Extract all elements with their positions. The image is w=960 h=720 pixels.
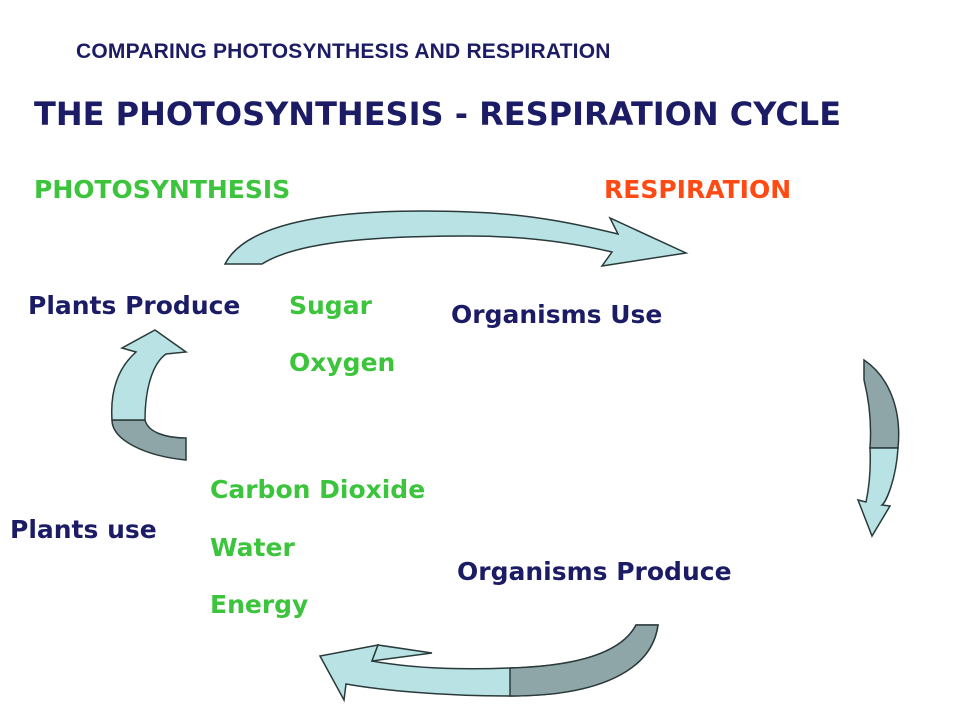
curved-arrow-bottom-left-icon (318, 624, 659, 703)
curved-arrow-left-up-icon (110, 329, 189, 461)
organisms-use-label: Organisms Use (451, 300, 663, 329)
product-sugar: Sugar (289, 291, 372, 320)
subtitle: COMPARING PHOTOSYNTHESIS AND RESPIRATION (76, 40, 611, 63)
respiration-label: RESPIRATION (604, 175, 792, 204)
product-water: Water (210, 533, 295, 562)
product-carbon-dioxide: Carbon Dioxide (210, 475, 426, 504)
page-title: THE PHOTOSYNTHESIS - RESPIRATION CYCLE (34, 95, 842, 133)
plants-produce-label: Plants Produce (28, 291, 241, 320)
curved-arrow-right-down-icon (856, 358, 900, 538)
curved-arrow-top-right-icon (223, 210, 689, 268)
photosynthesis-label: PHOTOSYNTHESIS (34, 175, 291, 204)
product-oxygen: Oxygen (289, 348, 396, 377)
plants-use-label: Plants use (10, 515, 157, 544)
organisms-produce-label: Organisms Produce (457, 557, 732, 586)
product-energy: Energy (210, 590, 309, 619)
